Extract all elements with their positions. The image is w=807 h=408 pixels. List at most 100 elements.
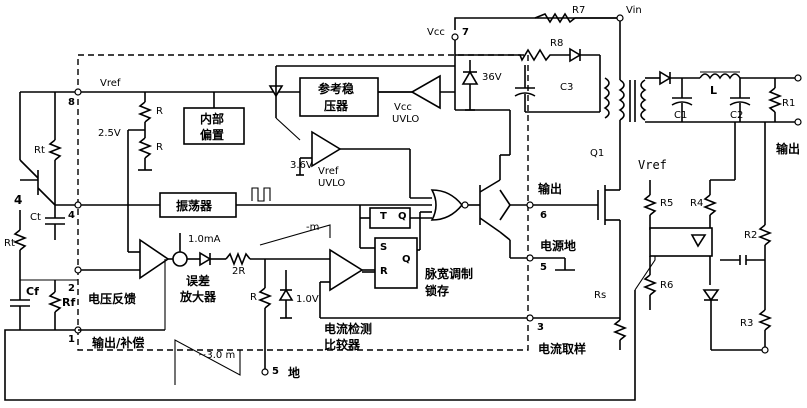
error-amp-diode xyxy=(199,251,212,267)
sawtooth-ramp-top xyxy=(259,224,331,246)
ref-divider-r-bottom xyxy=(137,137,153,159)
label-pwm-latch-1: 脉宽调制 xyxy=(425,267,474,281)
label-current-comp-1: 电流检测 xyxy=(324,322,373,336)
label-voltage-feedback: 电压反馈 xyxy=(88,292,137,306)
label-ramp-3m: ~3.0 m xyxy=(198,350,236,361)
label-r5: R5 xyxy=(660,198,674,209)
optocoupler xyxy=(649,227,713,257)
label-c1: C1 xyxy=(674,110,688,121)
vref-uvlo-comparator xyxy=(311,130,342,168)
oscillator-pulse-wave xyxy=(251,187,271,202)
rt-bottom-resistor xyxy=(12,229,28,251)
output-terminal-minus xyxy=(794,118,802,126)
output-inductor xyxy=(699,73,741,80)
oscillator-block xyxy=(159,192,237,218)
label-r-top: R xyxy=(156,106,163,117)
label-current-sample: 电流取样 xyxy=(538,342,587,356)
label-vref: Vref xyxy=(100,78,121,89)
label-pin2: 2 xyxy=(68,283,75,294)
label-power-ground: 电源地 xyxy=(540,239,577,253)
label-r-bottom: R xyxy=(156,142,163,153)
label-c2: C2 xyxy=(730,110,744,121)
pin5-ground xyxy=(261,368,269,376)
label-l: L xyxy=(710,84,718,97)
transformer-secondary xyxy=(640,79,647,121)
c3-capacitor xyxy=(514,92,536,97)
label-pin4a: 4 xyxy=(14,193,23,207)
label-rf: Rf xyxy=(62,296,76,309)
label-minus-m: -m xyxy=(306,222,320,233)
divider-r xyxy=(257,287,273,309)
label-36v-uvlo: 3.6V xyxy=(290,160,313,171)
ref-divider-r-top xyxy=(137,101,153,123)
label-error-amp-1: 误差 xyxy=(186,274,211,288)
label-pin5a: 5 xyxy=(540,262,547,273)
output-diode xyxy=(659,70,672,86)
label-error-amp-2: 放大器 xyxy=(180,290,217,304)
label-ref-reg-1: 参考稳 xyxy=(318,82,355,96)
label-r2: R2 xyxy=(744,230,758,241)
pin5-power-ground xyxy=(526,254,534,262)
c1-capacitor xyxy=(671,101,693,106)
label-vref-uvlo-1: Vref xyxy=(318,166,339,177)
label-r7: R7 xyxy=(572,5,586,16)
opto-led xyxy=(690,234,707,248)
label-vref-uvlo-2: UVLO xyxy=(318,178,346,189)
label-rs: Rs xyxy=(594,290,607,301)
label-pin4b: 4 xyxy=(68,210,75,221)
label-q1: Q1 xyxy=(590,148,605,159)
label-output-right: 输出 xyxy=(776,142,801,156)
sawtooth-ramp-bottom xyxy=(174,339,241,385)
label-10v: 1.0V xyxy=(296,294,319,305)
label-ref-reg-2: 压器 xyxy=(324,99,349,113)
label-internal-bias-1: 内部 xyxy=(200,112,225,126)
label-vin: Vin xyxy=(626,5,642,16)
label-pin1: 1 xyxy=(68,334,75,345)
vin-node xyxy=(616,14,624,22)
rs-resistor xyxy=(612,319,628,341)
r6-resistor xyxy=(642,274,658,296)
label-internal-bias-2: 偏置 xyxy=(200,128,225,142)
label-r4: R4 xyxy=(690,198,704,209)
label-r-latch: R xyxy=(380,266,388,277)
pwm-latch xyxy=(374,237,418,289)
label-vref-right: Vref xyxy=(638,158,667,172)
rf-resistor xyxy=(47,291,63,313)
label-s: S xyxy=(380,242,388,253)
label-rt-bottom: Rt xyxy=(4,238,15,249)
r7-resistor xyxy=(534,12,620,24)
label-vcc: Vcc xyxy=(427,27,445,38)
tl431-reference xyxy=(702,289,720,302)
current-sense-comparator xyxy=(329,248,364,292)
label-pin6: 6 xyxy=(540,210,547,221)
label-36v: 36V xyxy=(482,72,502,83)
label-vcc-uvlo-2: UVLO xyxy=(392,114,420,125)
label-cf: Cf xyxy=(26,285,39,298)
label-pin3: 3 xyxy=(537,322,544,333)
label-current-comp-2: 比较器 xyxy=(324,338,361,352)
label-pwm-latch-2: 锁存 xyxy=(425,284,450,298)
label-output-comp: 输出/补偿 xyxy=(92,336,145,350)
label-r8: R8 xyxy=(550,38,564,49)
label-ground: 地 xyxy=(288,366,301,380)
output-terminal-plus xyxy=(794,74,802,82)
label-25v: 2.5V xyxy=(98,128,121,139)
transformer-aux xyxy=(603,77,610,119)
reference-regulator-block xyxy=(299,77,379,117)
error-amplifier xyxy=(139,238,170,280)
label-r1: R1 xyxy=(782,98,796,109)
transformer-primary xyxy=(618,79,625,121)
label-q-latch: Q xyxy=(402,254,411,265)
label-vcc-uvlo-1: Vcc xyxy=(394,102,412,113)
label-ct: Ct xyxy=(30,212,41,223)
label-r3: R3 xyxy=(740,318,754,329)
label-output: 输出 xyxy=(538,182,563,196)
c2-capacitor xyxy=(729,101,751,106)
r2r-resistor xyxy=(225,251,251,267)
label-q-t: Q xyxy=(398,211,407,222)
r2-resistor xyxy=(757,224,773,246)
label-t: T xyxy=(380,211,387,222)
r3-resistor xyxy=(757,309,773,331)
